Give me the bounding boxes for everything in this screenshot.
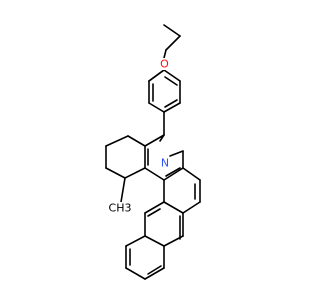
bond-line (105, 167, 126, 179)
bond-line (163, 49, 167, 59)
bond-line (182, 167, 201, 181)
bond-line (163, 167, 184, 181)
oxygen-atom-label: O (160, 58, 169, 71)
bond-line (163, 24, 181, 37)
bond-line (148, 102, 165, 113)
bond-line (144, 167, 165, 181)
bond-line (144, 201, 165, 214)
bond-line (144, 267, 165, 280)
bond-line (163, 201, 184, 214)
bond-line (165, 167, 181, 177)
bond-line (127, 135, 146, 147)
atom-label-layer: N O CH3 (109, 58, 171, 215)
bond-line (164, 99, 178, 108)
nitrogen-label-bg (159, 157, 171, 169)
bond-line (182, 201, 201, 214)
bond-line (163, 69, 181, 82)
bond-line (148, 69, 165, 82)
bond-line (125, 267, 146, 280)
bond-line (125, 235, 146, 247)
bond-line (105, 135, 129, 147)
bond-line (144, 134, 165, 147)
molecule-structure-diagram: N O CH3 (105, 24, 201, 280)
bond-line (147, 265, 162, 275)
bond-layer (105, 24, 201, 280)
bond-line (165, 35, 181, 51)
bond-line (120, 177, 126, 203)
bond-line (164, 76, 178, 86)
methyl-atom-label: CH3 (109, 202, 132, 215)
nitrogen-atom-label: N (161, 157, 169, 170)
bond-line (147, 208, 161, 217)
methyl-label-bg (109, 202, 131, 214)
bond-line (144, 235, 165, 247)
bond-line (163, 102, 181, 113)
bond-line (124, 167, 146, 179)
bond-line (169, 150, 184, 157)
oxygen-label-bg (158, 58, 171, 70)
